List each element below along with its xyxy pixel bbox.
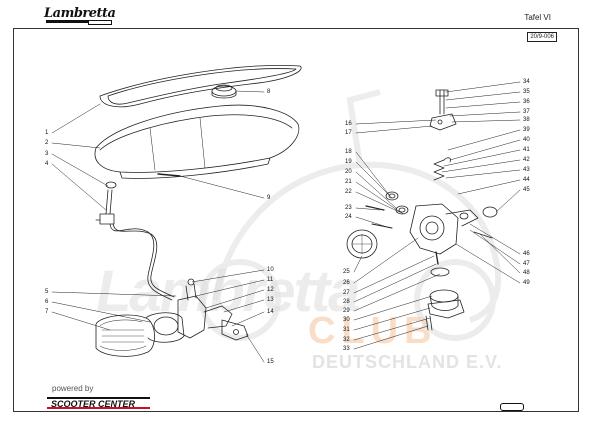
callout-4: 4 [45,161,49,167]
scooter-center-logo: SCOOTER CENTER [47,397,150,409]
float [430,267,450,277]
jet-washer-2 [395,205,409,215]
callout-24: 24 [345,214,352,220]
float-bowl [429,289,459,303]
carb-spring [433,159,445,181]
watermark-club: CLUB [308,310,438,352]
callout-30: 30 [343,317,350,323]
callout-3: 3 [45,151,49,157]
page-title: Tafel VI [524,13,551,22]
carb-body-right [409,203,459,255]
callout-35: 35 [523,89,530,95]
carb-slide-screw [439,89,445,115]
callout-27: 27 [343,290,350,296]
callout-7: 7 [45,309,49,315]
callout-6: 6 [45,299,49,305]
callout-20: 20 [345,169,352,175]
callout-13: 13 [267,297,274,303]
callout-12: 12 [267,287,274,293]
tank-gasket [99,65,302,108]
callout-23: 23 [345,205,352,211]
callout-41: 41 [523,147,530,153]
callout-34: 34 [523,79,530,85]
callout-8: 8 [267,89,271,95]
callout-39: 39 [523,127,530,133]
callout-19: 19 [345,159,352,165]
callout-46: 46 [523,251,530,257]
callout-21: 21 [345,179,352,185]
bowl-clamp [427,299,465,319]
powered-by-label: powered by [52,384,94,393]
callout-28: 28 [343,299,350,305]
callout-17: 17 [345,130,352,136]
tank-strap [157,173,181,177]
callout-37: 37 [523,109,530,115]
watermark-scooter [199,89,502,341]
callout-26: 26 [343,280,350,286]
bowl-screw [425,315,433,331]
callout-1: 1 [45,130,49,136]
callout-31: 31 [343,327,350,333]
callout-9: 9 [267,195,271,201]
callout-14: 14 [267,309,274,315]
callout-43: 43 [523,167,530,173]
callout-49: 49 [523,280,530,286]
callout-47: 47 [523,261,530,267]
innocenti-badge-icon [500,403,524,411]
logo-underline [46,20,110,23]
cap-45 [482,206,498,218]
drawing-frame [13,28,579,412]
callout-36: 36 [523,99,530,105]
callout-2: 2 [45,140,49,146]
fuel-hose [109,223,173,301]
carb-clip [443,157,451,163]
watermark-deutschland: DEUTSCHLAND E.V. [312,352,503,372]
float-needle [435,251,439,265]
callout-38: 38 [523,117,530,123]
lambretta-logo-text: Lambretta [44,6,116,21]
tank-washer [105,181,117,189]
callout-10: 10 [267,267,274,273]
callout-32: 32 [343,337,350,343]
callout-15: 15 [267,359,274,365]
carb-manifold [221,319,249,341]
watermark-lambretta: Lambretta [96,259,360,324]
scooter-center-logo-text: SCOOTER CENTER [51,399,136,409]
callout-40: 40 [523,137,530,143]
jet-washer-1 [385,191,399,201]
callout-42: 42 [523,157,530,163]
fuel-tap [105,189,113,215]
callout-25: 25 [343,269,350,275]
callout-11: 11 [267,277,274,283]
callout-33: 33 [343,346,350,352]
carb-intake-left [145,312,185,343]
logo-badge [88,20,112,25]
air-filter-right [346,229,378,259]
callout-44: 44 [523,177,530,183]
callout-5: 5 [45,289,49,295]
lambretta-logo: Lambretta [44,6,116,25]
callout-16: 16 [345,121,352,127]
callout-45: 45 [523,187,530,193]
page-code: 20/9-006 [527,32,557,42]
callout-18: 18 [345,149,352,155]
callout-22: 22 [345,189,352,195]
callout-48: 48 [523,270,530,276]
callout-29: 29 [343,308,350,314]
